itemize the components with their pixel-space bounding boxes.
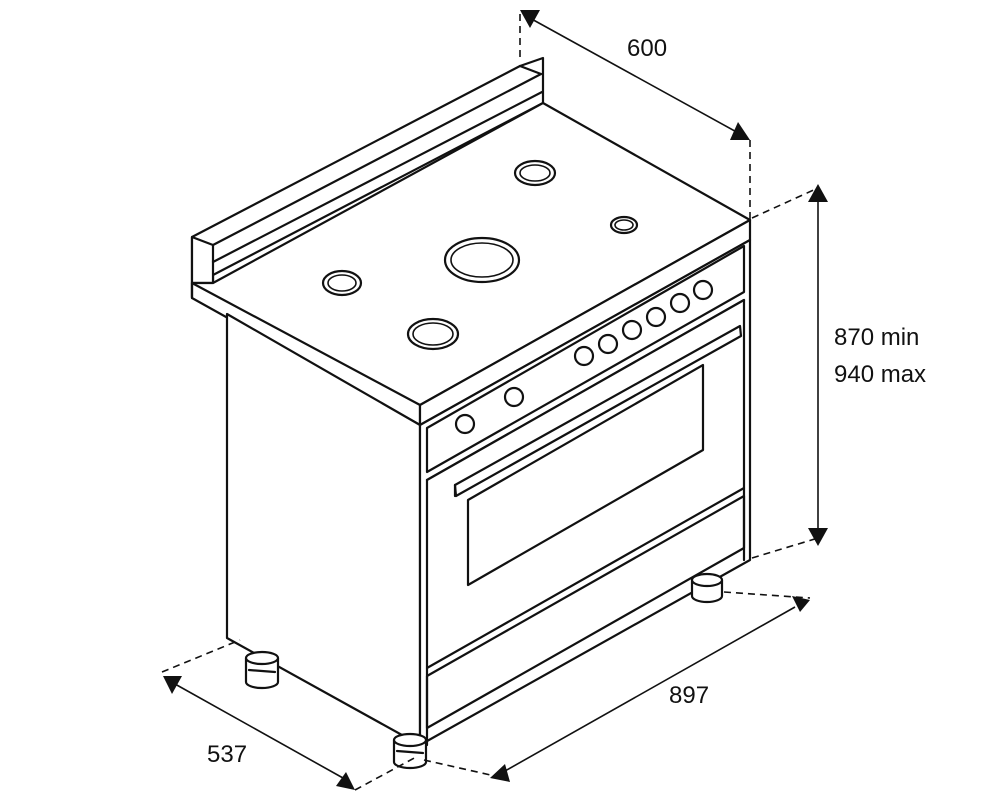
burner-icon	[406, 317, 460, 351]
feet	[244, 572, 724, 770]
foot-icon	[244, 650, 280, 690]
depth-bottom-label: 537	[207, 741, 247, 768]
arrowhead-icon	[163, 676, 182, 694]
control-knobs	[454, 279, 714, 435]
arrowhead-icon	[792, 596, 810, 612]
oven-handle-icon	[453, 324, 743, 498]
arrowhead-icon	[336, 772, 355, 790]
dimension-width	[423, 591, 811, 782]
height-min-label: 870 min	[834, 324, 919, 351]
burner-icon	[513, 159, 557, 187]
width-label: 897	[669, 682, 709, 709]
oven-window	[466, 363, 705, 587]
arrowhead-icon	[730, 122, 750, 140]
dimension-height	[751, 184, 828, 559]
height-max-label: 940 max	[834, 361, 926, 388]
arrowhead-icon	[808, 528, 828, 546]
burner-wok-icon	[443, 236, 521, 284]
knob-icon	[669, 292, 691, 314]
foot-icon	[392, 732, 428, 770]
arrowhead-icon	[808, 184, 828, 202]
knob-icon	[621, 319, 643, 341]
depth-top-label: 600	[627, 35, 667, 62]
knob-icon	[645, 306, 667, 328]
arrowhead-icon	[490, 764, 510, 782]
burner-icon	[321, 269, 363, 297]
burners	[321, 159, 639, 351]
knob-icon	[597, 333, 619, 355]
arrowhead-icon	[520, 10, 540, 28]
knob-icon	[692, 279, 714, 301]
knob-icon	[573, 345, 595, 367]
burner-icon	[609, 215, 639, 235]
foot-icon	[690, 572, 724, 604]
knob-icon	[454, 413, 476, 435]
knob-icon	[503, 386, 525, 408]
backsplash	[190, 56, 545, 285]
dimension-depth-top	[519, 10, 751, 220]
dimension-depth-bottom	[161, 639, 419, 791]
